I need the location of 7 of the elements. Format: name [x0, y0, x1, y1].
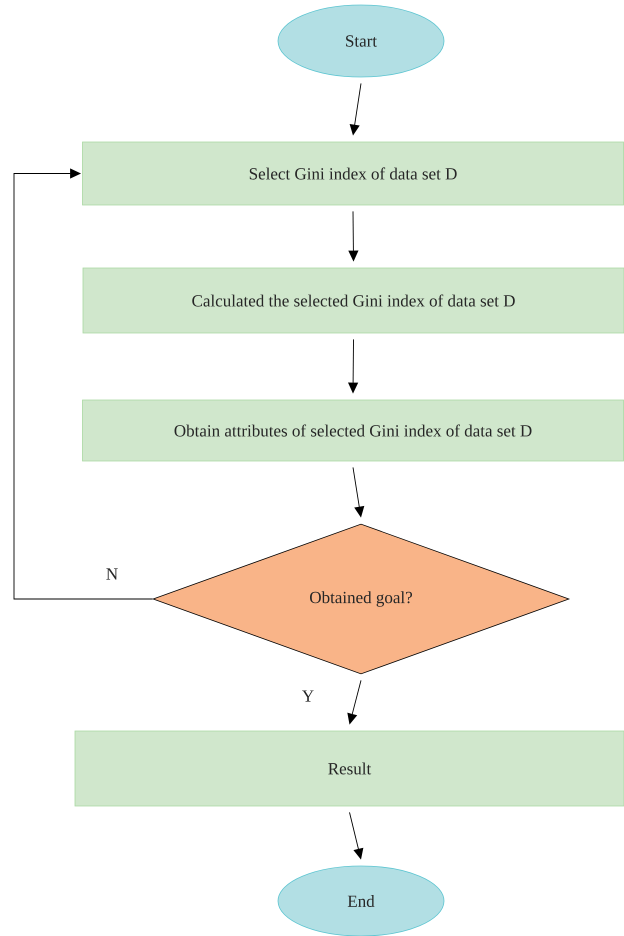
edge-label: N	[104, 567, 120, 581]
process-box: Obtain attributes of selected Gini index of data set D	[82, 400, 624, 462]
process-box: Result	[74, 730, 624, 806]
arrow	[14, 168, 154, 600]
edge-label: Y	[300, 689, 316, 703]
process-box: Select Gini index of data set D	[82, 142, 624, 206]
process-box: Calculated the selected Gini index of data set D	[82, 268, 624, 334]
